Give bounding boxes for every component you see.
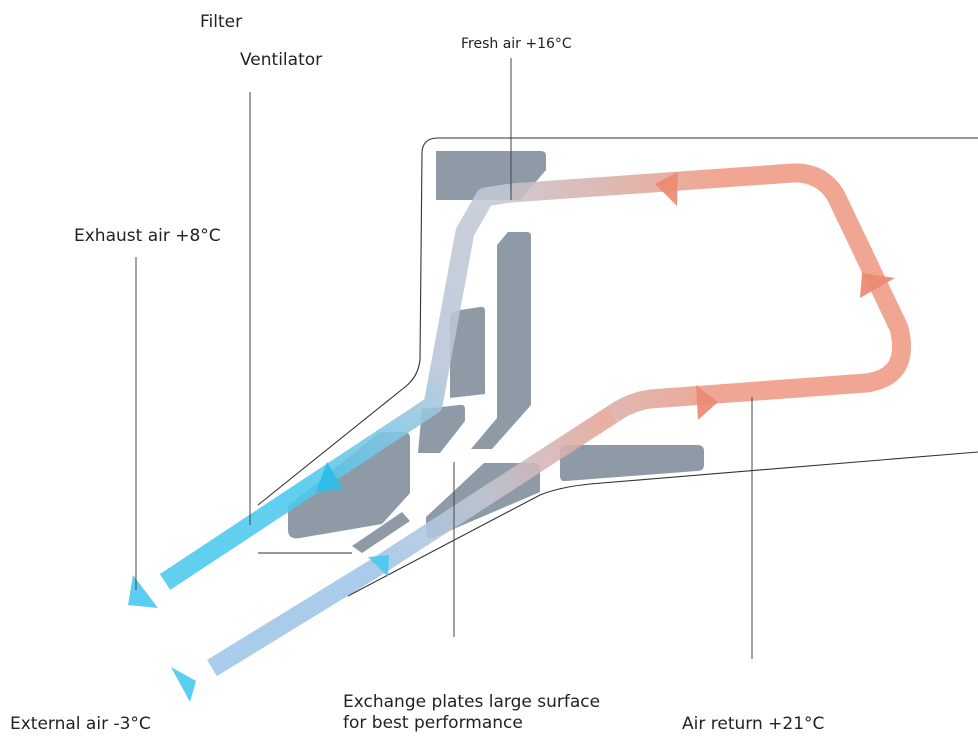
ventilator-block (288, 432, 410, 539)
damper-plate (352, 512, 410, 553)
airflow-paths (159, 163, 912, 677)
exhaust-air-flow (159, 183, 513, 590)
housing-upper-outline (257, 137, 978, 506)
arrow-icon (368, 555, 389, 577)
fresh-intake-flow (207, 406, 619, 677)
exchange-plates-label-line-1: Exchange plates large surface (343, 692, 601, 712)
leader-lines (135, 58, 753, 659)
ventilator-label: Ventilator (240, 50, 323, 70)
arrow-icon (171, 667, 196, 702)
exchange-plates-label: Exchange plates large surface for best p… (343, 692, 600, 734)
unit-housing (257, 137, 978, 597)
heater-block (560, 445, 704, 482)
arrow-icon (860, 273, 895, 298)
arrow-icon (128, 575, 158, 608)
arrow-icon (696, 385, 718, 420)
air-return-label: Air return +21°C (682, 714, 825, 734)
arrow-icon (316, 462, 343, 492)
warm-return-loop (510, 163, 912, 422)
exhaust-air-label: Exhaust air +8°C (74, 226, 221, 246)
exchange-plates-label-line-2: for best performance (343, 713, 523, 733)
external-air-label: External air -3°C (10, 714, 151, 734)
arrow-icon (655, 172, 678, 206)
housing-lower-outline (347, 451, 978, 597)
exchange-plate-tall (471, 232, 531, 449)
filter-label: Filter (200, 12, 243, 32)
exchange-plate-mid (450, 306, 485, 398)
flow-arrows (128, 172, 895, 702)
fresh-air-label: Fresh air +16°C (461, 36, 572, 52)
